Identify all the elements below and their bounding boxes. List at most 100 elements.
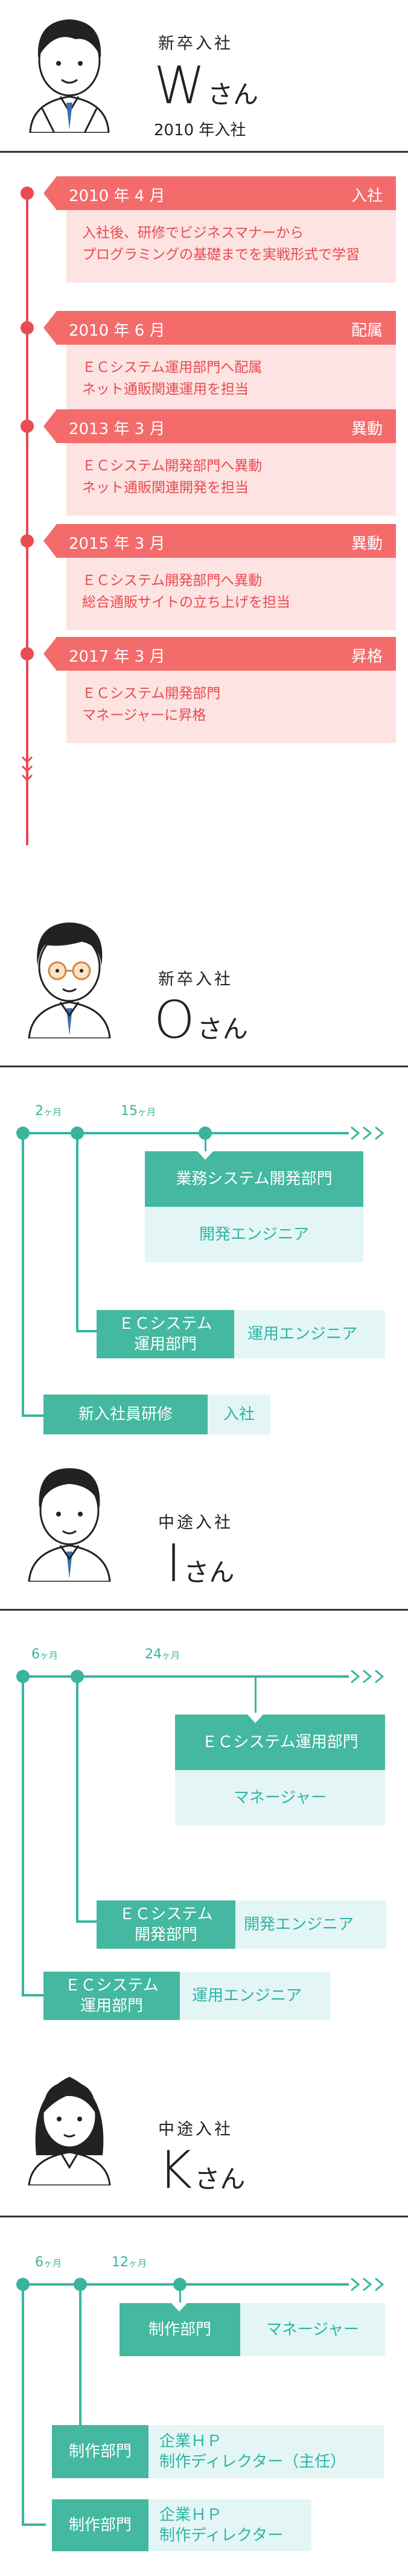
role-line: 企業ＨＰ (159, 2432, 223, 2450)
event-description: ＥＣシステム運用部門へ配属 ネット通販関連運用を担当 (66, 345, 396, 417)
avatar-i (28, 1468, 111, 1582)
role-line: 制作ディレクター (159, 2526, 284, 2545)
event-description: ＥＣシステム開発部門へ異動 ネット通販関連開発を担当 (66, 443, 396, 516)
divider (0, 1609, 408, 1611)
role-label: 運用エンジニア (247, 1325, 358, 1343)
timeline-branch (255, 1676, 257, 1713)
dept-box: ＥＣシステム運用部門 (175, 1715, 385, 1770)
timeline-branch (79, 2284, 81, 2453)
timeline-dot (21, 321, 34, 334)
event-description: ＥＣシステム開発部門 マネージャーに昇格 (66, 671, 396, 743)
dept-box: 新入社員研修 (43, 1395, 208, 1434)
event-line: ＥＣシステム運用部門へ配属 (82, 360, 263, 376)
person-name-w: Wさん (154, 56, 258, 116)
month-unit: ヶ月 (43, 2258, 62, 2269)
month-label: 2ヶ月 (35, 1104, 62, 1119)
hire-type-i: 中途入社 (158, 1513, 233, 1532)
role-box: 開発エンジニア (145, 1207, 363, 1262)
name-letter: O (154, 990, 195, 1050)
role-line: 制作ディレクター（主任） (159, 2453, 346, 2471)
timeline-dot (21, 534, 34, 548)
event-line: ＥＣシステム開発部門へ異動 (82, 573, 263, 589)
role-box: 運用エンジニア (234, 1310, 385, 1358)
name-letter: I (166, 1533, 182, 1594)
event-line: 入社後、研修でビジネスマナーから (82, 225, 304, 241)
notch (247, 1715, 263, 1723)
event-date: 2010 年 6 月 (69, 322, 165, 340)
dept-line: ＥＣシステム (118, 1315, 212, 1333)
career-timeline-line (26, 193, 28, 845)
month-value: 24 (145, 1647, 162, 1662)
event-line: ネット通販関連運用を担当 (82, 382, 249, 397)
timeline-branch (22, 1994, 46, 1996)
person-name-k: Kさん (158, 2140, 245, 2200)
role-label: 運用エンジニア (192, 1987, 302, 2005)
person-name-i: Iさん (166, 1533, 234, 1594)
dept-box: ＥＣシステム運用部門 (97, 1310, 234, 1358)
event-line: プログラミングの基礎までを実戦形式で学習 (82, 247, 360, 263)
timeline-axis (23, 1675, 349, 1678)
event-description: ＥＣシステム開発部門へ異動 総合通販サイトの立ち上げを担当 (66, 558, 396, 630)
timeline-branch (22, 1676, 24, 1996)
name-suffix: さん (197, 1014, 248, 1044)
name-suffix: さん (194, 2164, 246, 2194)
month-label: 15ヶ月 (121, 1104, 156, 1119)
event-type: 異動 (351, 420, 383, 438)
timeline-branch (76, 1920, 100, 1923)
role-label: マネージャー (266, 2321, 360, 2339)
timeline-branch (76, 1330, 100, 1332)
role-box: マネージャー (240, 2303, 385, 2356)
name-letter: W (154, 56, 206, 116)
event-type: 入社 (351, 187, 383, 205)
timeline-branch (76, 1133, 78, 1332)
hire-type-k: 中途入社 (158, 2120, 233, 2139)
month-unit: ヶ月 (162, 1650, 180, 1661)
timeline-dot (21, 187, 34, 200)
dept-box: ＥＣシステム開発部門 (97, 1900, 235, 1949)
person-name-o: Oさん (154, 990, 248, 1050)
event-date: 2015 年 3 月 (69, 535, 165, 553)
dept-box: 制作部門 (52, 2499, 148, 2551)
role-box: 開発エンジニア (235, 1900, 386, 1949)
timeline-branch (22, 1133, 24, 1417)
chevron-down-icon (21, 774, 33, 782)
month-label: 6ヶ月 (31, 1647, 58, 1662)
role-box: 入社 (208, 1395, 270, 1434)
timeline-branch (22, 2284, 24, 2526)
name-suffix: さん (183, 1558, 235, 1587)
role-box: マネージャー (175, 1770, 385, 1826)
timeline-branch (179, 2284, 181, 2303)
month-unit: ヶ月 (43, 1107, 62, 1117)
divider (0, 151, 408, 153)
dept-line: ＥＣシステム (65, 1977, 159, 1995)
event-header: 2013 年 3 月 異動 (43, 409, 396, 443)
dept-box: 制作部門 (120, 2303, 240, 2356)
dept-line: 開発部門 (134, 1926, 197, 1944)
role-box: 企業ＨＰ 制作ディレクター（主任） (148, 2425, 384, 2478)
name-letter: K (158, 2140, 193, 2200)
event-header: 2015 年 3 月 異動 (43, 524, 396, 558)
event-description: 入社後、研修でビジネスマナーから プログラミングの基礎までを実戦形式で学習 (66, 210, 396, 283)
divider (0, 1066, 408, 1067)
avatar-o (28, 922, 111, 1038)
event-type: 配属 (351, 322, 383, 340)
month-value: 12 (112, 2255, 129, 2270)
dept-line: 運用部門 (80, 1997, 143, 2015)
event-header: 2017 年 3 月 昇格 (43, 637, 396, 671)
avatar-k (28, 2077, 111, 2185)
month-label: 6ヶ月 (35, 2255, 62, 2270)
role-label: 開発エンジニア (244, 1916, 354, 1934)
join-year-w: 2010 年入社 (154, 121, 246, 139)
month-value: 6 (31, 1647, 40, 1662)
month-label: 24ヶ月 (145, 1647, 180, 1662)
arrow-right-icon (351, 1669, 384, 1684)
event-type: 昇格 (351, 648, 383, 666)
timeline-dot (21, 420, 34, 433)
dept-box: 制作部門 (52, 2425, 148, 2478)
role-label: 開発エンジニア (199, 1226, 309, 1244)
month-value: 6 (35, 2255, 43, 2270)
dept-box: 業務システム開発部門 (145, 1151, 363, 1207)
event-line: 総合通販サイトの立ち上げを担当 (82, 595, 290, 610)
dept-box: ＥＣシステム運用部門 (43, 1972, 180, 2020)
timeline-branch (205, 1133, 206, 1151)
